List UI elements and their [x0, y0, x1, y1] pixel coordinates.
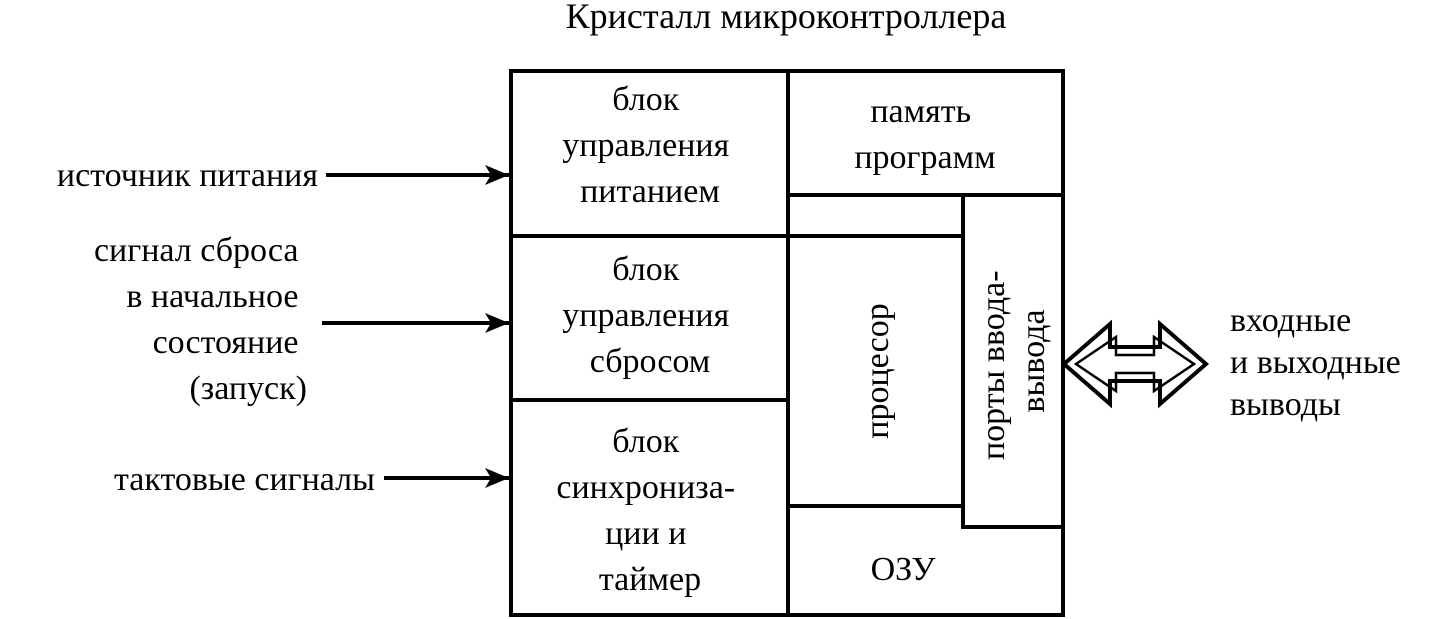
- clock-signals-label: тактовые сигналы: [114, 461, 375, 498]
- power-block-line: питанием: [580, 173, 720, 210]
- reset-signal-line: состояние: [153, 324, 299, 361]
- power-block-line: блок: [612, 81, 679, 118]
- power-supply-line: источник питания: [57, 157, 318, 194]
- reset-signal-label: сигнал сброса в начальное состояние (зап…: [94, 232, 307, 407]
- bidirectional-io-arrow: [1060, 319, 1210, 409]
- reset-signal-line: в начальное: [126, 278, 298, 315]
- reset-signal-line: (запуск): [189, 370, 307, 407]
- bidirectional-io-arrow-inner: [1073, 334, 1197, 394]
- reset-block-line: сбросом: [590, 343, 711, 380]
- power-supply-label: источник питания: [57, 157, 318, 194]
- diagram-title: Кристалл микроконтроллера: [566, 0, 1007, 36]
- processor-block: процесор: [859, 303, 896, 438]
- io-ports-line: порты ввода-: [975, 270, 1012, 460]
- power-block-line: управления: [562, 127, 729, 164]
- ram-block: ОЗУ: [871, 551, 937, 588]
- clock-signals-line: тактовые сигналы: [114, 461, 375, 498]
- program-memory-block: память программ: [854, 93, 995, 176]
- sync-block-line: синхрониза-: [556, 469, 735, 506]
- io-ports-box: [961, 193, 1065, 529]
- sync-block-line: ции и: [605, 515, 686, 552]
- io-ports-line: вывода: [1015, 309, 1052, 412]
- reset-control-block: блок управления сбросом: [562, 251, 737, 380]
- io-pins-label: входные и выходные выводы: [1230, 302, 1409, 423]
- sync-timer-block: блок синхрониза- ции и таймер: [556, 423, 743, 598]
- program-memory-line: программ: [854, 139, 995, 176]
- io-ports-block: порты ввода- вывода: [975, 262, 1052, 460]
- sync-block-line: таймер: [599, 561, 701, 598]
- chip-outline: [509, 69, 1065, 617]
- program-memory-line: память: [870, 93, 971, 130]
- io-pins-line: входные: [1230, 302, 1351, 339]
- io-pins-line: и выходные: [1230, 344, 1401, 381]
- io-pins-line: выводы: [1230, 386, 1341, 423]
- power-control-block: блок управления питанием: [562, 81, 737, 210]
- reset-block-line: блок: [612, 251, 679, 288]
- reset-block-line: управления: [562, 297, 729, 334]
- sync-block-line: блок: [612, 423, 679, 460]
- reset-signal-line: сигнал сброса: [94, 232, 299, 269]
